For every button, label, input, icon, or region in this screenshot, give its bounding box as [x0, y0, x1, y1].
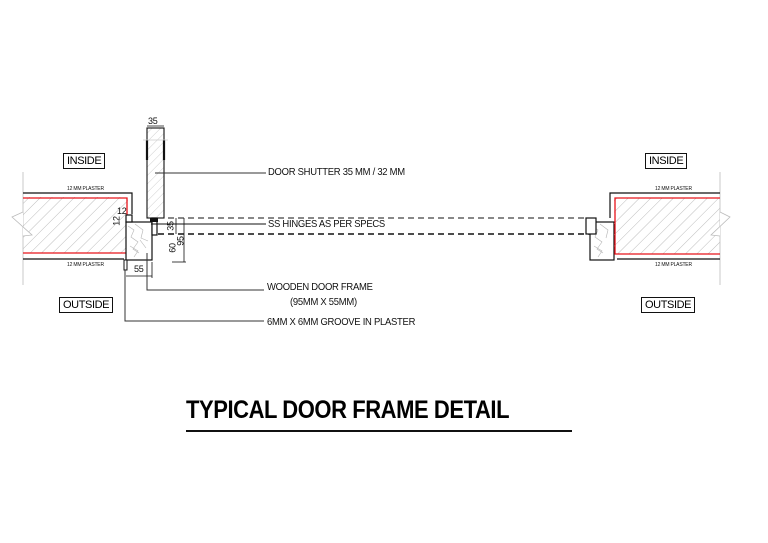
groove-note: 6MM X 6MM GROOVE IN PLASTER — [267, 316, 416, 328]
plaster-label-left-bottom: 12 MM PLASTER — [67, 262, 104, 268]
leader-lines — [124, 172, 266, 322]
left-wall — [11, 172, 133, 285]
title-underline — [186, 430, 572, 432]
right-wall — [609, 172, 731, 285]
dim-shutter-width: 35 — [148, 116, 158, 126]
plaster-label-left-top: 12 MM PLASTER — [67, 186, 104, 192]
inside-label-right: INSIDE — [645, 153, 688, 169]
dim-rebate: 35 — [165, 221, 176, 231]
plaster-label-right-bottom: 12 MM PLASTER — [655, 262, 692, 268]
plaster-label-right-top: 12 MM PLASTER — [655, 186, 692, 192]
wooden-frame-note: WOODEN DOOR FRAME — [267, 281, 373, 293]
right-door-frame — [585, 217, 615, 261]
dim-groove-h: 12 — [117, 206, 127, 216]
inside-label-left: INSIDE — [63, 153, 106, 169]
door-shutter — [143, 125, 168, 219]
hinge-lines — [158, 217, 598, 235]
dimension-lines — [126, 218, 186, 278]
dim-groove-v: 12 — [111, 216, 122, 226]
wooden-frame-size-note: (95MM X 55MM) — [290, 296, 357, 308]
outside-label-right: OUTSIDE — [641, 297, 696, 313]
drawing-title: TYPICAL DOOR FRAME DETAIL — [186, 396, 510, 424]
dim-frame-lower: 60 — [167, 243, 178, 253]
outside-label-left: OUTSIDE — [59, 297, 114, 313]
door-shutter-note: DOOR SHUTTER 35 MM / 32 MM — [268, 166, 405, 178]
hinges-note: SS HINGES AS PER SPECS — [268, 218, 385, 230]
dim-frame-width: 55 — [134, 264, 144, 274]
left-door-frame — [123, 214, 158, 271]
